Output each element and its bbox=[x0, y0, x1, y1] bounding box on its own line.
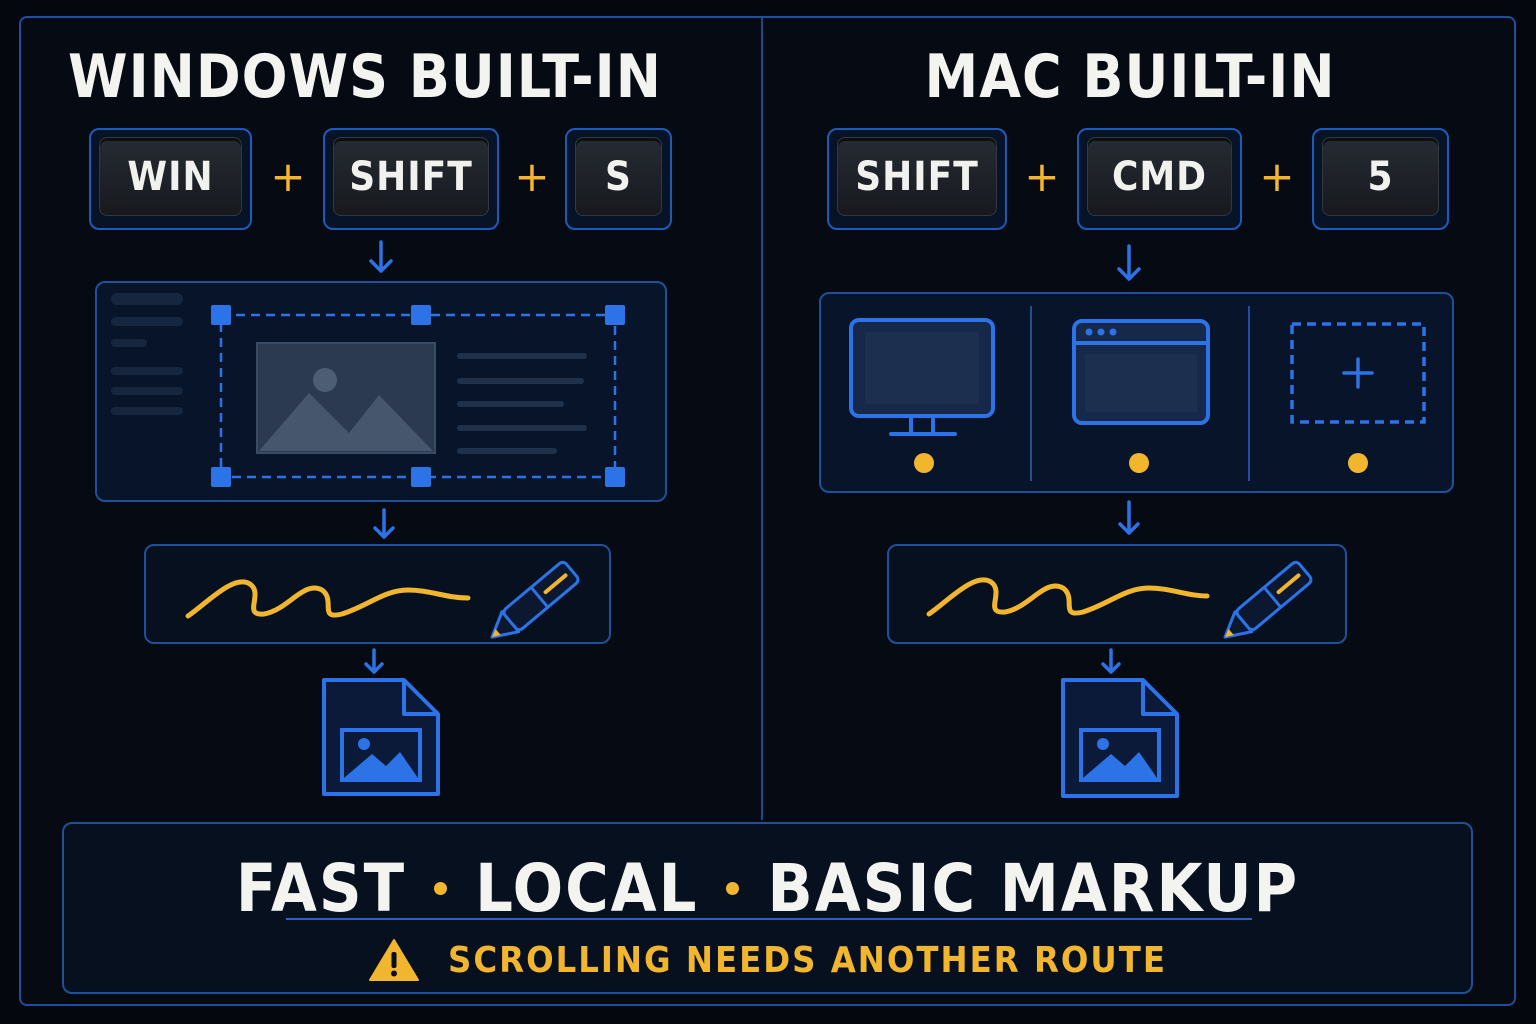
capture-modes-panel bbox=[819, 292, 1454, 493]
image-placeholder-icon bbox=[256, 342, 436, 454]
key-win-label: WIN bbox=[99, 137, 242, 216]
monitor-icon bbox=[849, 318, 995, 436]
snip-selection-panel bbox=[95, 281, 667, 502]
key-5: 5 bbox=[1312, 128, 1449, 230]
key-shift: SHIFT bbox=[323, 128, 499, 230]
summary-item-basic-markup: BASIC MARKUP bbox=[767, 849, 1300, 927]
mac-title: MAC BUILT-IN bbox=[924, 42, 1336, 112]
column-divider bbox=[761, 18, 763, 820]
snip-selection-illustration bbox=[111, 293, 625, 487]
key-cmd: CMD bbox=[1077, 128, 1242, 230]
arrow-down-icon bbox=[1118, 500, 1140, 535]
arrow-down-icon bbox=[1101, 648, 1121, 674]
pen-icon bbox=[490, 560, 580, 639]
plus-sign: + bbox=[1024, 152, 1060, 201]
key-shift-label: SHIFT bbox=[837, 137, 997, 216]
arrow-down-icon bbox=[369, 240, 393, 273]
pen-icon bbox=[1223, 560, 1313, 639]
summary-item-fast: FAST bbox=[235, 849, 407, 927]
key-5-label: 5 bbox=[1322, 137, 1439, 216]
bullet-dot bbox=[434, 881, 448, 895]
markup-illustration bbox=[926, 560, 1313, 639]
summary-item-local: LOCAL bbox=[475, 849, 699, 927]
plus-sign: + bbox=[1259, 152, 1295, 201]
plus-sign: + bbox=[270, 152, 306, 201]
key-shift-label: SHIFT bbox=[333, 137, 489, 216]
key-cmd-label: CMD bbox=[1087, 137, 1232, 216]
warning-row: SCROLLING NEEDS ANOTHER ROUTE bbox=[64, 934, 1471, 986]
image-file-icon bbox=[322, 678, 440, 796]
window-icon bbox=[1072, 319, 1210, 425]
summary-divider bbox=[286, 918, 1252, 920]
markup-panel bbox=[887, 544, 1347, 644]
bullet-dot bbox=[726, 881, 740, 895]
capture-modes-illustration bbox=[849, 306, 1426, 481]
arrow-down-icon bbox=[373, 508, 395, 539]
selection-icon bbox=[1290, 322, 1426, 424]
scribble-stroke bbox=[185, 579, 471, 619]
key-win: WIN bbox=[89, 128, 252, 230]
key-shift: SHIFT bbox=[827, 128, 1007, 230]
scribble-stroke bbox=[926, 577, 1210, 617]
windows-title: WINDOWS BUILT-IN bbox=[68, 42, 662, 112]
image-file-icon bbox=[1061, 678, 1179, 798]
markup-illustration bbox=[185, 560, 580, 639]
markup-panel bbox=[144, 544, 611, 644]
arrow-down-icon bbox=[1117, 244, 1141, 281]
warning-text: SCROLLING NEEDS ANOTHER ROUTE bbox=[448, 939, 1167, 981]
arrow-down-icon bbox=[364, 648, 384, 674]
summary-headline: FAST LOCAL BASIC MARKUP bbox=[64, 838, 1471, 938]
plus-sign: + bbox=[514, 152, 550, 201]
warning-icon bbox=[369, 939, 420, 981]
summary-banner: FAST LOCAL BASIC MARKUP SCROLLING NEEDS … bbox=[62, 822, 1473, 994]
key-s: S bbox=[565, 128, 672, 230]
key-s-label: S bbox=[575, 137, 662, 216]
